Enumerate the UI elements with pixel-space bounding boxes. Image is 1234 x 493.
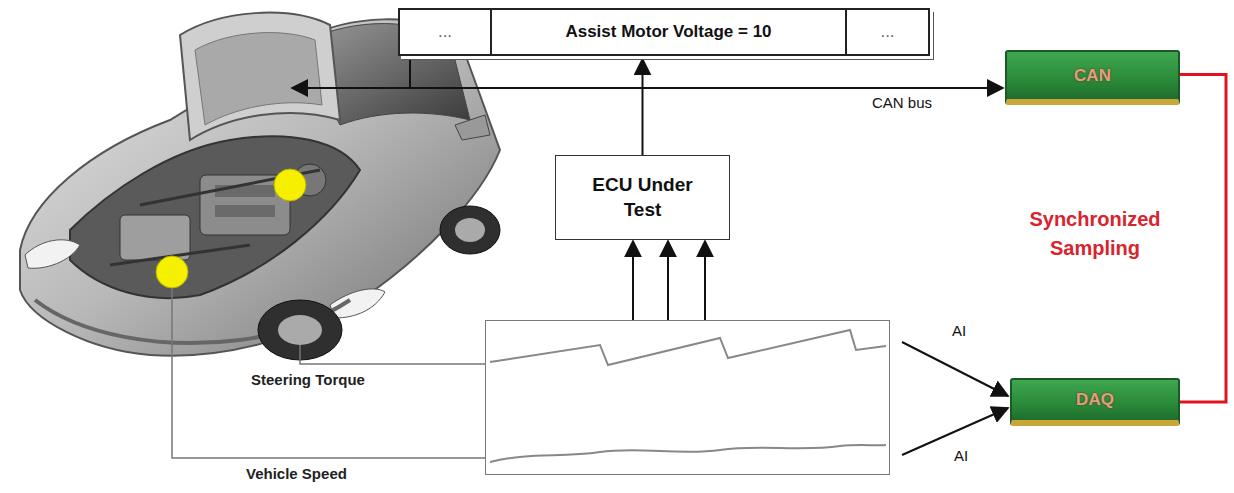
sensor-dot	[156, 256, 188, 288]
ellipsis: ...	[847, 10, 928, 54]
can-bus-line	[292, 87, 410, 89]
can-message-frame: ...Assist Motor Voltage = 10...	[398, 8, 930, 56]
signal-arrow	[632, 241, 634, 320]
card-label: CAN	[1074, 66, 1111, 86]
sensor-dot	[274, 169, 306, 201]
signal-box: Steering TorqueVehicle Speed	[485, 320, 890, 475]
channel-label: AI	[950, 322, 968, 339]
ellipsis: ...	[400, 10, 492, 54]
signal-arrow	[410, 56, 1003, 88]
signal-arrow	[902, 342, 1008, 396]
signal-arrow	[642, 59, 644, 155]
card-label: DAQ	[1076, 390, 1114, 410]
speed-waveform	[490, 445, 886, 462]
bus-label: CAN bus	[872, 94, 932, 111]
sensor-wire	[172, 288, 485, 458]
signal-arrow	[667, 241, 669, 320]
signal-value: Assist Motor Voltage = 10	[492, 10, 847, 54]
sync-label: Synchronized Sampling	[1000, 205, 1190, 263]
signal-name: Vehicle Speed	[246, 465, 347, 482]
can-card: CAN	[1005, 50, 1180, 105]
torque-waveform	[490, 330, 886, 365]
box-title: ECU Under Test	[578, 173, 708, 222]
car-body	[20, 13, 500, 360]
channel-label: AI	[952, 447, 970, 464]
ecu-box: ECU Under Test	[555, 155, 730, 240]
daq-card: DAQ	[1010, 378, 1180, 426]
signal-arrow	[704, 241, 706, 320]
sensor-wire	[300, 345, 485, 364]
sync-line	[1180, 75, 1226, 403]
signal-name: Steering Torque	[251, 371, 365, 388]
